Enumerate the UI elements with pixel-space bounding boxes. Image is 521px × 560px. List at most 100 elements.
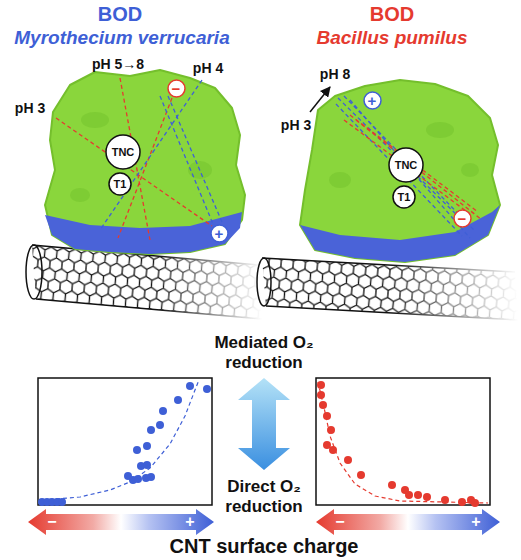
protein-texture xyxy=(81,112,109,128)
data-point xyxy=(159,407,167,415)
data-point xyxy=(143,442,151,450)
nanotube-body xyxy=(262,258,519,320)
data-point xyxy=(58,498,66,506)
nanotube-end xyxy=(257,258,271,306)
orientation-line xyxy=(356,120,482,220)
double-arrow xyxy=(238,378,290,470)
nanotube-lattice xyxy=(262,258,519,320)
ph-label: pH 3 xyxy=(281,117,311,134)
data-point xyxy=(388,481,396,489)
protein-patch xyxy=(45,212,242,254)
data-point xyxy=(423,493,431,501)
data-point xyxy=(441,496,449,504)
data-point xyxy=(327,426,335,434)
protein-surface xyxy=(300,80,500,262)
orientation-line xyxy=(338,98,468,226)
site-circle: TNC xyxy=(105,134,141,170)
ph-arrow xyxy=(310,87,330,112)
data-point xyxy=(405,491,413,499)
node-label: − xyxy=(172,81,181,96)
site-circle: T1 xyxy=(392,185,416,209)
data-point xyxy=(174,396,182,404)
nanotube-body xyxy=(32,245,262,319)
nanotube-edge xyxy=(262,258,519,320)
circle-shape xyxy=(364,92,381,109)
protein-texture xyxy=(426,122,454,138)
protein-patch xyxy=(300,205,500,262)
data-point xyxy=(147,473,155,481)
charge-sign: + xyxy=(471,512,480,531)
ph-label: pH 8 xyxy=(320,66,350,83)
data-point xyxy=(134,475,142,483)
data-point xyxy=(319,401,327,409)
fit-curve xyxy=(318,382,488,503)
data-point xyxy=(317,381,325,389)
data-point xyxy=(323,412,331,420)
nanotube-edge xyxy=(32,245,262,319)
heading: BOD xyxy=(98,2,142,26)
data-point xyxy=(471,499,479,507)
charge-circle: − xyxy=(453,209,472,228)
orientation-line xyxy=(168,96,222,222)
data-point xyxy=(329,446,337,454)
node-label: + xyxy=(215,226,224,241)
axis-caption: Direct O₂ reduction xyxy=(214,477,314,518)
ph-label: pH 4 xyxy=(193,60,223,77)
orientation-line xyxy=(350,100,470,238)
protein-texture xyxy=(70,188,90,202)
plot-frame xyxy=(316,378,490,505)
orientation-line xyxy=(336,104,462,236)
data-point xyxy=(458,498,466,506)
charge-sign: − xyxy=(335,512,344,531)
axis-caption: Mediated O₂ reduction xyxy=(199,333,329,374)
data-point xyxy=(133,446,141,454)
node-label: T1 xyxy=(114,179,127,190)
charge-arrow xyxy=(28,509,214,535)
circle-shape xyxy=(168,80,185,97)
data-point xyxy=(357,471,365,479)
orientation-line xyxy=(56,118,212,226)
nanotube-lattice xyxy=(32,245,262,319)
circle-shape xyxy=(109,173,131,195)
charge-sign: + xyxy=(185,512,194,531)
ph-label: pH 5→8 xyxy=(92,56,144,73)
data-point xyxy=(147,426,155,434)
data-point xyxy=(186,382,194,390)
charge-circle: − xyxy=(167,79,186,98)
orientation-line xyxy=(350,115,478,212)
data-point xyxy=(156,421,164,429)
charge-circle: + xyxy=(363,91,382,110)
charge-arrow xyxy=(316,509,500,535)
node-label: TNC xyxy=(112,147,135,158)
node-label: TNC xyxy=(395,160,418,171)
charge-circle: + xyxy=(210,224,229,243)
species-name: Myrothecium verrucaria xyxy=(14,27,229,50)
fit-curve xyxy=(42,380,199,500)
circle-shape xyxy=(454,210,471,227)
data-point xyxy=(143,461,151,469)
site-circle: TNC xyxy=(388,147,424,183)
node-label: − xyxy=(458,211,467,226)
circle-shape xyxy=(389,148,423,182)
charge-sign: − xyxy=(47,512,56,531)
data-point xyxy=(203,385,211,393)
heading: BOD xyxy=(370,2,414,26)
data-point xyxy=(317,391,325,399)
ph-label: pH 3 xyxy=(15,100,45,117)
protein-surface xyxy=(45,70,245,254)
circle-shape xyxy=(211,225,228,242)
protein-texture xyxy=(329,172,351,188)
site-circle: T1 xyxy=(108,172,132,196)
circle-shape xyxy=(106,135,140,169)
node-label: T1 xyxy=(398,192,411,203)
protein-texture xyxy=(461,163,479,177)
species-name: Bacillus pumilus xyxy=(317,27,468,50)
data-point xyxy=(344,456,352,464)
plot-frame xyxy=(38,378,212,505)
orientation-line xyxy=(160,96,213,224)
orientation-line xyxy=(100,80,202,230)
data-point xyxy=(414,491,422,499)
nanotube-end xyxy=(26,245,42,299)
